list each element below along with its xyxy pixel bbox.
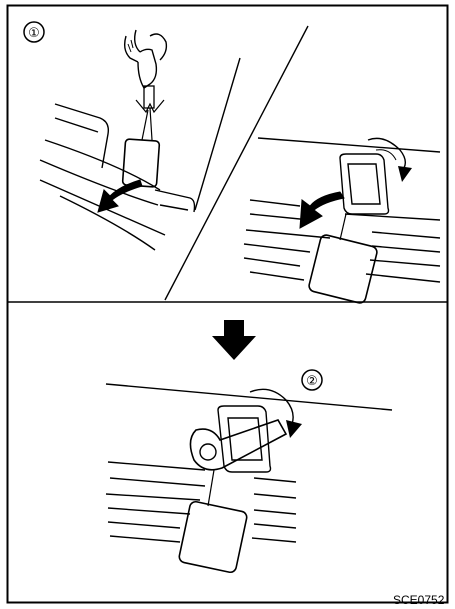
pull-out-arrow-icon <box>300 192 344 228</box>
figure-code: SCE0752 <box>393 593 455 607</box>
rotate-arrow-icon <box>398 166 412 182</box>
pull-arrow-icon <box>98 180 142 212</box>
panel-1b <box>244 138 440 304</box>
turn-arrow-icon <box>286 420 302 438</box>
panel-2: ② <box>106 370 392 573</box>
figure-frame <box>8 6 448 603</box>
step-2-marker: ② <box>306 374 318 389</box>
next-step-arrow-icon <box>212 320 256 360</box>
step-1-marker: ① <box>28 26 40 41</box>
panel-1a: ① <box>24 22 308 300</box>
